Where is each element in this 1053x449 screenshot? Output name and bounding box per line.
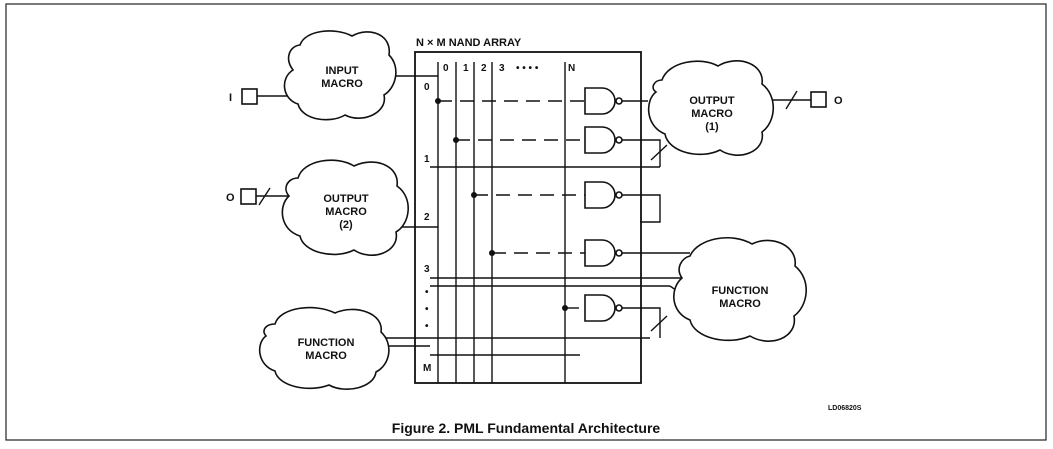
column-labels: 0 1 2 3 • • • • N bbox=[443, 63, 575, 74]
function-macro-right-cloud bbox=[673, 236, 807, 342]
output-macro-2-label-line2: MACRO bbox=[325, 206, 367, 218]
bus-slash bbox=[785, 90, 798, 110]
connection-dot bbox=[489, 250, 495, 256]
bus-slash bbox=[650, 315, 668, 332]
row-label-0: 0 bbox=[424, 82, 430, 93]
input-macro-label-line2: MACRO bbox=[321, 78, 363, 90]
bus-slash bbox=[258, 187, 271, 206]
output-macro-1-cloud bbox=[647, 60, 775, 156]
column-label-2: 2 bbox=[481, 63, 487, 74]
output-macro-2-cloud bbox=[281, 159, 409, 256]
array-title: N × M NAND ARRAY bbox=[416, 37, 522, 49]
output-macro-1-label-line3: (1) bbox=[705, 121, 719, 133]
connection-dot bbox=[453, 137, 459, 143]
row-label-m: M bbox=[423, 363, 431, 374]
output-pin-1: O bbox=[770, 90, 843, 110]
input-pin-box bbox=[241, 88, 258, 105]
row-label-1: 1 bbox=[424, 154, 430, 165]
output-pin-2-label: O bbox=[226, 192, 235, 204]
function-macro-left-label-line2: MACRO bbox=[305, 350, 347, 362]
connection-dot bbox=[435, 98, 441, 104]
row-label-dot-1: • bbox=[425, 287, 429, 298]
output-macro-1-label-line1: OUTPUT bbox=[689, 95, 735, 107]
macro-clouds bbox=[258, 30, 807, 390]
macro-labels: INPUT MACRO OUTPUT MACRO (1) OUTPUT MACR… bbox=[298, 65, 769, 362]
connection-dots bbox=[435, 98, 568, 311]
gate-m-output-wire bbox=[622, 307, 661, 338]
function-macro-right-label-line1: FUNCTION bbox=[712, 285, 769, 297]
connection-dot bbox=[562, 305, 568, 311]
column-label-0: 0 bbox=[443, 63, 449, 74]
nand-gate-m bbox=[584, 294, 623, 322]
nand-gate-3 bbox=[584, 239, 623, 267]
row-label-2: 2 bbox=[424, 212, 430, 223]
product-terms bbox=[438, 100, 585, 309]
output-macro-2-label-line3: (2) bbox=[339, 219, 353, 231]
row-label-3: 3 bbox=[424, 264, 430, 275]
input-pin-label: I bbox=[229, 92, 232, 104]
nand-gate-0 bbox=[584, 87, 623, 115]
output-macro-2-label-line1: OUTPUT bbox=[323, 193, 369, 205]
output-macro-1-label-line2: MACRO bbox=[691, 108, 733, 120]
function-macro-right-label-line2: MACRO bbox=[719, 298, 761, 310]
row-label-dot-3: • bbox=[425, 321, 429, 332]
column-label-n: N bbox=[568, 63, 575, 74]
output-pin-1-box bbox=[810, 91, 827, 108]
function-macro-left-label-line1: FUNCTION bbox=[298, 337, 355, 349]
input-pin: I bbox=[229, 88, 290, 105]
figure-frame bbox=[5, 3, 1047, 441]
column-label-3: 3 bbox=[499, 63, 505, 74]
gate-2-feedback-wire bbox=[622, 194, 661, 223]
row-labels: 0 1 2 3 • • • M bbox=[423, 82, 431, 374]
input-macro-cloud bbox=[283, 30, 397, 121]
output-pin-1-label: O bbox=[834, 95, 843, 107]
input-macro-label-line1: INPUT bbox=[326, 65, 359, 77]
figure-caption: Figure 2. PML Fundamental Architecture bbox=[392, 420, 661, 436]
drawing-code: LD06820S bbox=[828, 405, 862, 412]
nand-gates bbox=[584, 87, 623, 322]
output-pin-2-box bbox=[240, 188, 257, 205]
gate-output-wires bbox=[622, 100, 691, 338]
column-label-dots: • • • • bbox=[516, 63, 539, 74]
nand-array-box bbox=[414, 51, 642, 384]
connection-dot bbox=[471, 192, 477, 198]
column-lines bbox=[437, 62, 566, 383]
bus-slash bbox=[650, 144, 668, 161]
nand-gate-2 bbox=[584, 181, 623, 209]
nand-gate-1 bbox=[584, 126, 623, 154]
output-pin-2: O bbox=[226, 187, 292, 206]
gate-1-output-wire bbox=[622, 139, 661, 167]
function-macro-left-cloud bbox=[258, 306, 390, 390]
column-label-1: 1 bbox=[463, 63, 469, 74]
row-label-dot-2: • bbox=[425, 304, 429, 315]
